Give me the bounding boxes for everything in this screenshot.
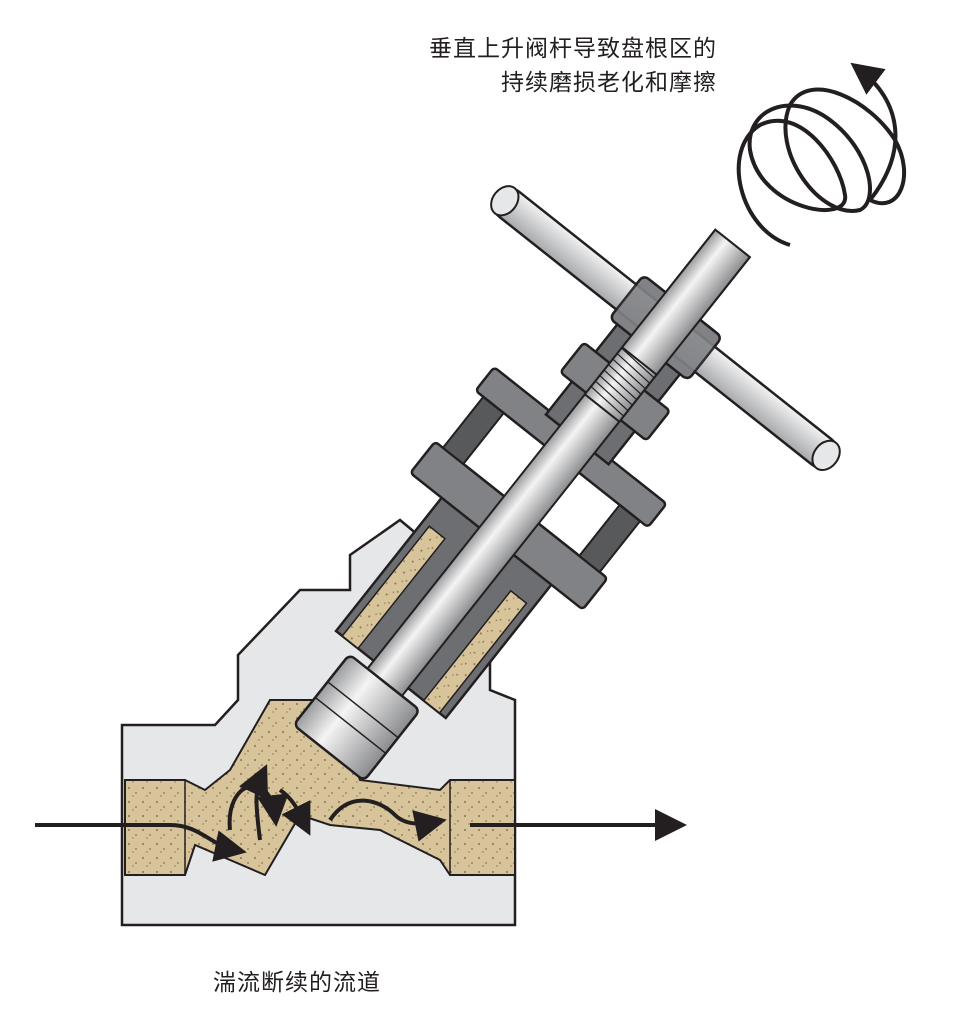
flow-path-caption: 湍流断续的流道 xyxy=(213,970,381,996)
stem-wear-caption: 垂直上升阀杆导致盘根区的 持续磨损老化和摩擦 xyxy=(429,32,717,100)
gland-packing xyxy=(341,525,528,715)
caption-line-1: 垂直上升阀杆导致盘根区的 xyxy=(429,36,717,62)
rotation-spiral-arrow xyxy=(736,62,906,247)
handwheel-t-bar xyxy=(490,185,841,471)
caption-line-2: 持续磨损老化和摩擦 xyxy=(501,70,717,96)
flow-arrows xyxy=(35,764,687,862)
